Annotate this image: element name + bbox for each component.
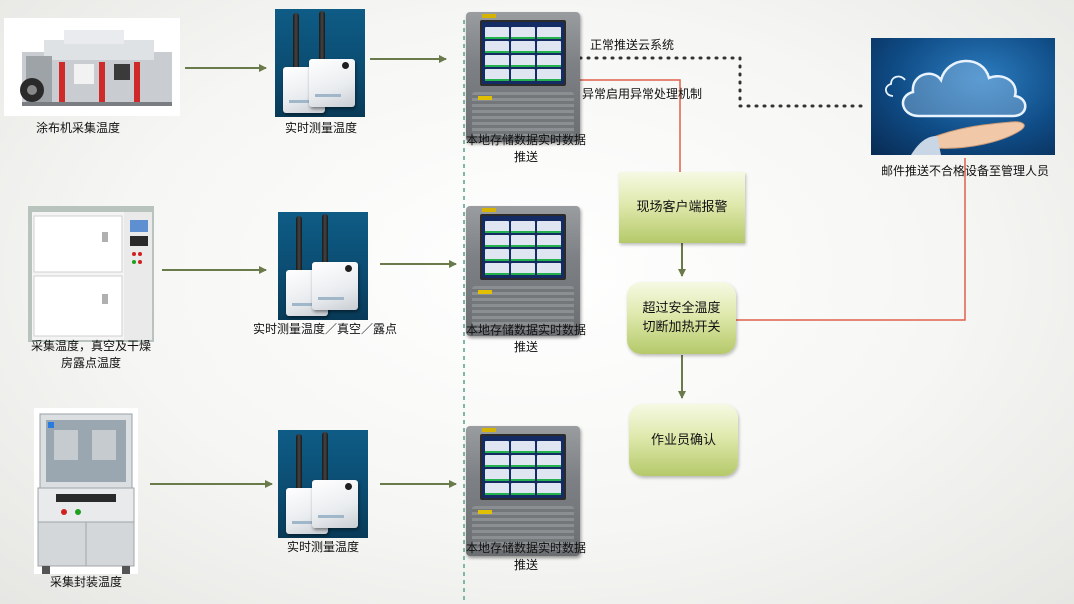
row1-transmitter-image bbox=[275, 9, 365, 117]
cloud-push-dotted bbox=[578, 56, 864, 108]
operator-confirm-text: 作业员确认 bbox=[650, 432, 716, 448]
packaging-machine-image bbox=[34, 408, 138, 574]
cloud-system-image bbox=[871, 38, 1055, 155]
row2-source-label: 采集温度，真空及干燥房露点温度 bbox=[30, 339, 151, 370]
row1-recorder-label: 本地存储数据实时数据推送 bbox=[465, 133, 586, 164]
email-line bbox=[736, 158, 966, 321]
row3-transmitter-image bbox=[278, 430, 368, 538]
row3-sensor-label: 实时测量温度 bbox=[286, 540, 359, 554]
row1-sensor-label: 实时测量温度 bbox=[284, 121, 357, 135]
exception-label: 异常启用异常处理机制 bbox=[582, 87, 703, 101]
row2-transmitter-image bbox=[278, 212, 368, 320]
coating-machine-image bbox=[4, 18, 180, 116]
row2-sensor-label: 实时测量温度／真空／露点 bbox=[252, 322, 397, 336]
row2-recorder-image bbox=[466, 206, 580, 336]
row2-recorder-label: 本地存储数据实时数据推送 bbox=[465, 323, 586, 354]
exception-line bbox=[575, 79, 681, 172]
cloud-email-label: 邮件推送不合格设备至管理人员 bbox=[880, 164, 1049, 178]
normal-push-label: 正常推送云系统 bbox=[590, 38, 675, 52]
cutoff-heating-box: 超过安全温度切断加热开关 bbox=[627, 282, 736, 354]
cutoff-heating-text: 超过安全温度切断加热开关 bbox=[642, 301, 721, 335]
onsite-alarm-text: 现场客户端报警 bbox=[636, 200, 728, 215]
cloud-icon bbox=[885, 59, 1027, 118]
row3-source-label: 采集封装温度 bbox=[49, 575, 122, 589]
row1-recorder-image bbox=[466, 12, 580, 142]
row3-recorder-image bbox=[466, 426, 580, 556]
row3-recorder-label: 本地存储数据实时数据推送 bbox=[465, 541, 586, 572]
drying-chamber-image bbox=[28, 206, 154, 342]
onsite-alarm-box: 现场客户端报警 bbox=[619, 172, 745, 243]
hand-icon bbox=[930, 121, 1025, 149]
row1-source-label: 涂布机采集温度 bbox=[35, 121, 120, 135]
operator-confirm-box: 作业员确认 bbox=[629, 404, 738, 476]
